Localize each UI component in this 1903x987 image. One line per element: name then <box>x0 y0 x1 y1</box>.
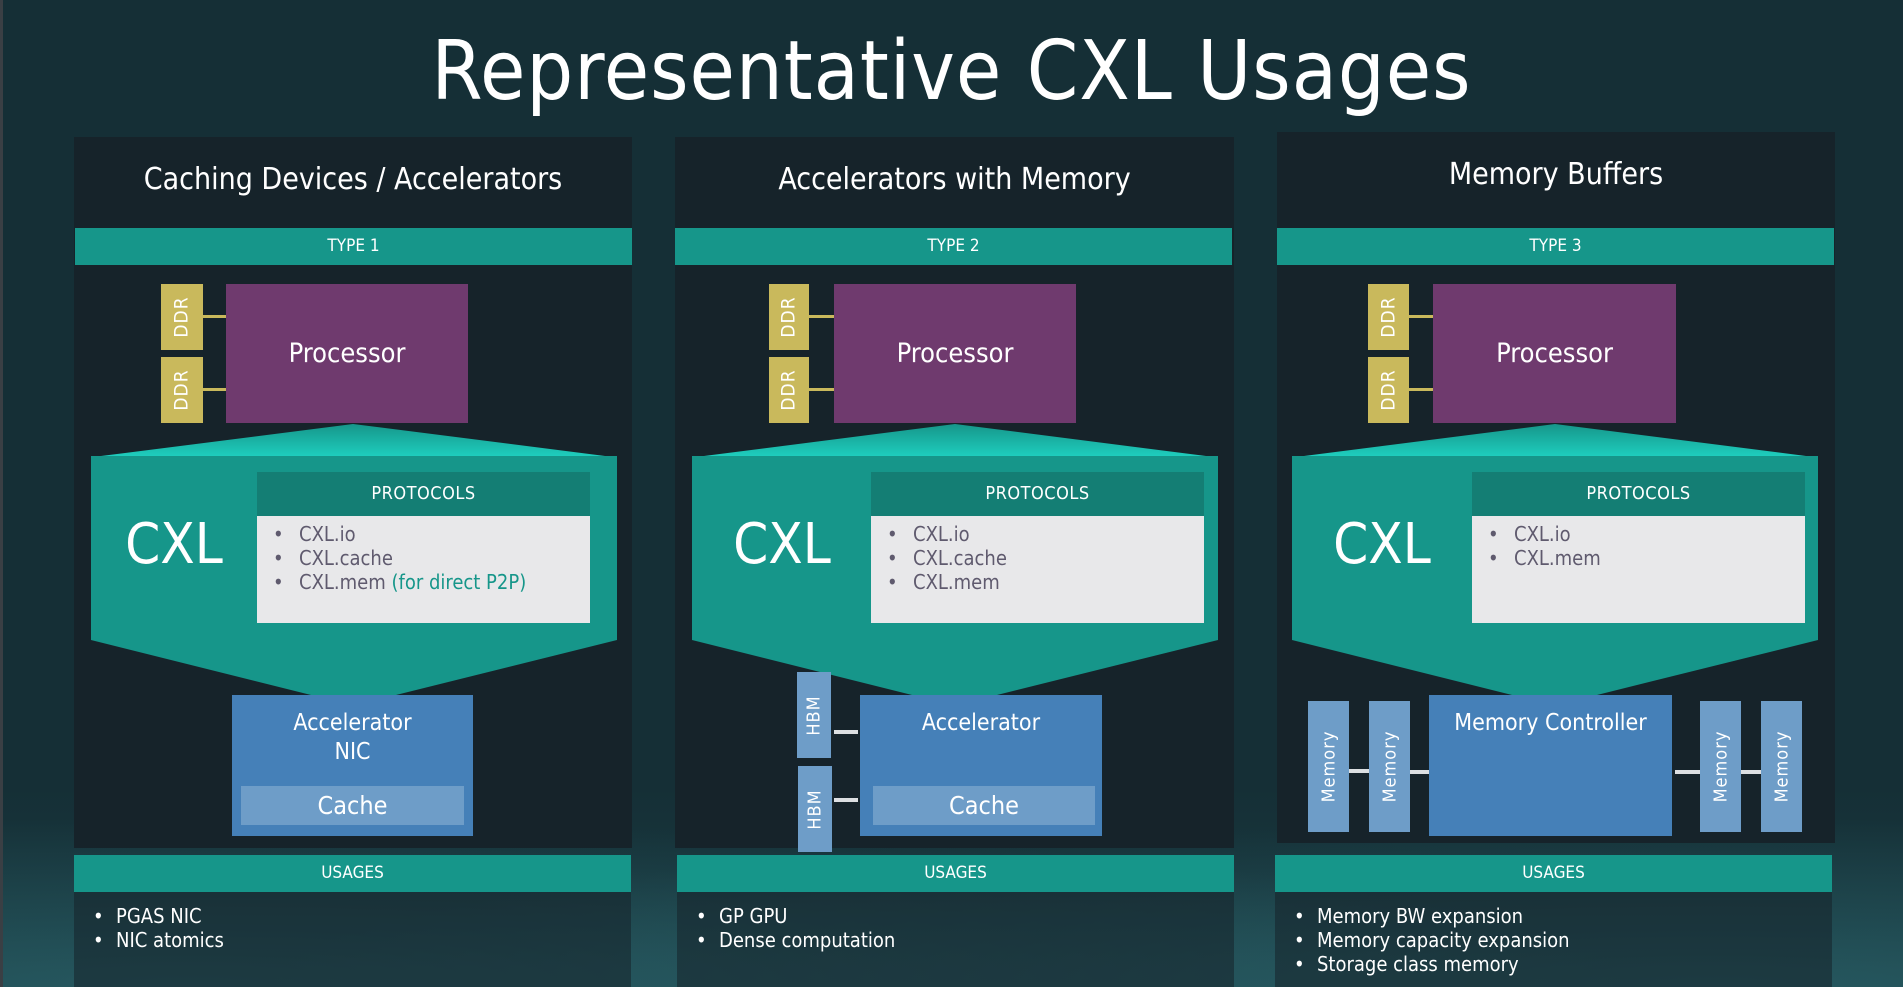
memory-label: Memory <box>1379 730 1401 803</box>
usages-bar: USAGES <box>74 855 631 892</box>
memory-connector <box>1741 770 1761 774</box>
usage-item: Memory BW expansion <box>1275 904 1832 928</box>
ddr-module: DDR <box>1368 284 1409 350</box>
protocol-item: CXL.mem <box>871 570 1204 594</box>
memory-controller-label: Memory Controller <box>1454 710 1647 736</box>
hbm-connector <box>834 798 858 802</box>
memory-controller-block: Memory Controller <box>1429 695 1672 836</box>
usage-item: GP GPU <box>677 904 1234 928</box>
protocols-list: CXL.io CXL.cache CXL.mem (for direct P2P… <box>257 516 590 623</box>
ddr-module: DDR <box>769 357 809 423</box>
memory-connector <box>1675 770 1700 774</box>
accelerator-label: Accelerator <box>293 710 412 736</box>
protocols-list: CXL.io CXL.cache CXL.mem <box>871 516 1204 623</box>
panel-title: Accelerators with Memory <box>778 162 1131 197</box>
usage-item: NIC atomics <box>74 928 631 952</box>
protocols-header: PROTOCOLS <box>871 472 1204 516</box>
protocol-item: CXL.mem (for direct P2P) <box>257 570 590 594</box>
ddr-connector <box>809 388 834 391</box>
accelerator-label: Accelerator <box>921 710 1041 736</box>
usage-item: Dense computation <box>677 928 1234 952</box>
protocol-note: (for direct P2P) <box>391 570 527 594</box>
hbm-label: HBM <box>804 788 826 830</box>
ddr-connector <box>1409 315 1433 318</box>
ddr-label: DDR <box>171 296 193 338</box>
ddr-label: DDR <box>171 369 193 411</box>
protocol-item: CXL.io <box>1472 522 1805 546</box>
memory-connector <box>1410 770 1429 774</box>
memory-module: Memory <box>1700 701 1741 832</box>
memory-label: Memory <box>1710 730 1732 803</box>
cxl-label: CXL <box>125 512 223 577</box>
ddr-connector <box>809 315 834 318</box>
protocol-item: CXL.cache <box>871 546 1204 570</box>
type-bar: TYPE 3 <box>1277 228 1834 265</box>
hbm-module: HBM <box>797 672 831 758</box>
usage-item: Storage class memory <box>1275 952 1832 976</box>
cache-block: Cache <box>873 786 1095 825</box>
protocol-item: CXL.io <box>871 522 1204 546</box>
ddr-label: DDR <box>778 369 800 411</box>
cxl-label: CXL <box>733 512 831 577</box>
protocols-header: PROTOCOLS <box>257 472 590 516</box>
ddr-module: DDR <box>1368 357 1409 423</box>
memory-label: Memory <box>1771 730 1793 803</box>
panel-title: Memory Buffers <box>1448 157 1664 192</box>
processor-block: Processor <box>226 284 468 423</box>
memory-label: Memory <box>1318 730 1340 803</box>
memory-module: Memory <box>1369 701 1410 832</box>
processor-block: Processor <box>834 284 1076 423</box>
usages-list: PGAS NIC NIC atomics <box>74 892 631 987</box>
window-edge <box>0 0 3 987</box>
hbm-module: HBM <box>798 766 832 852</box>
panel-title: Caching Devices / Accelerators <box>143 162 563 197</box>
usages-list: Memory BW expansion Memory capacity expa… <box>1275 892 1832 987</box>
protocol-item: CXL.mem <box>1472 546 1805 570</box>
usages-bar: USAGES <box>677 855 1234 892</box>
usages-bar: USAGES <box>1275 855 1832 892</box>
processor-block: Processor <box>1433 284 1676 423</box>
hbm-label: HBM <box>803 694 825 736</box>
ddr-connector <box>203 315 226 318</box>
accelerator-sublabel: NIC <box>334 739 371 765</box>
type-bar: TYPE 2 <box>675 228 1232 265</box>
memory-module: Memory <box>1308 701 1349 832</box>
ddr-connector <box>203 388 226 391</box>
ddr-module: DDR <box>769 284 809 350</box>
memory-module: Memory <box>1761 701 1802 832</box>
ddr-connector <box>1409 388 1433 391</box>
usage-item: Memory capacity expansion <box>1275 928 1832 952</box>
cxl-label: CXL <box>1333 512 1431 577</box>
ddr-label: DDR <box>1377 369 1400 411</box>
ddr-label: DDR <box>778 296 800 338</box>
page-title: Representative CXL Usages <box>431 24 1472 119</box>
cache-block: Cache <box>241 786 464 825</box>
usage-item: PGAS NIC <box>74 904 631 928</box>
protocol-item: CXL.io <box>257 522 590 546</box>
type-bar: TYPE 1 <box>75 228 632 265</box>
memory-connector <box>1349 769 1369 773</box>
usages-list: GP GPU Dense computation <box>677 892 1234 987</box>
hbm-connector <box>834 730 858 734</box>
protocol-item: CXL.cache <box>257 546 590 570</box>
protocols-list: CXL.io CXL.mem <box>1472 516 1805 623</box>
ddr-module: DDR <box>161 284 203 350</box>
ddr-module: DDR <box>161 357 203 423</box>
protocols-header: PROTOCOLS <box>1472 472 1805 516</box>
ddr-label: DDR <box>1377 296 1400 338</box>
